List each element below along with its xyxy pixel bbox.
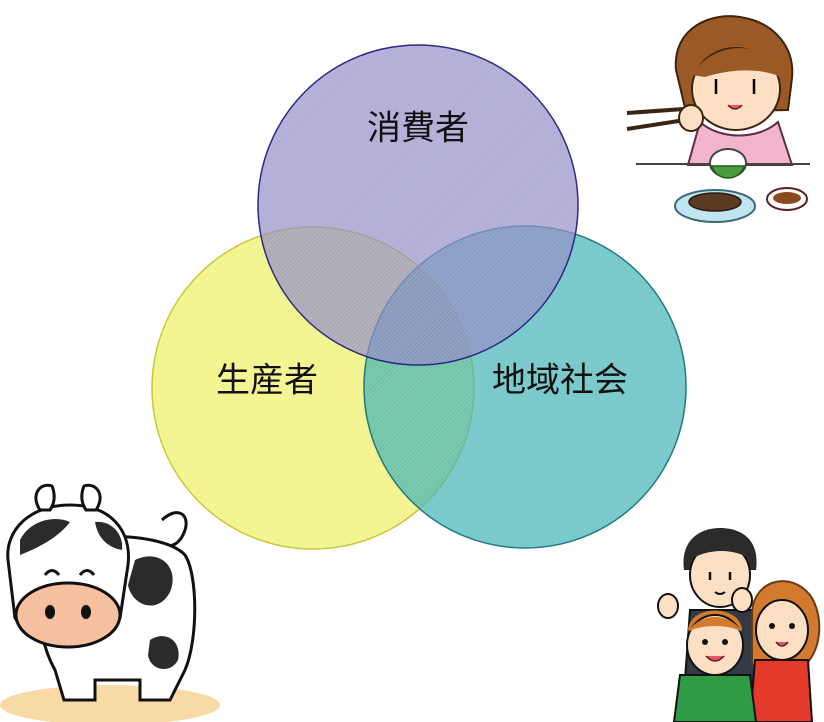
venn-circles <box>151 44 687 550</box>
family-illustration <box>657 528 821 722</box>
cow-illustration <box>0 483 220 722</box>
consumer-label: 消費者 <box>367 109 469 149</box>
child-eating-illustration <box>626 15 810 223</box>
producer-label: 生産者 <box>216 361 318 401</box>
community-label: 地域社会 <box>492 361 628 401</box>
